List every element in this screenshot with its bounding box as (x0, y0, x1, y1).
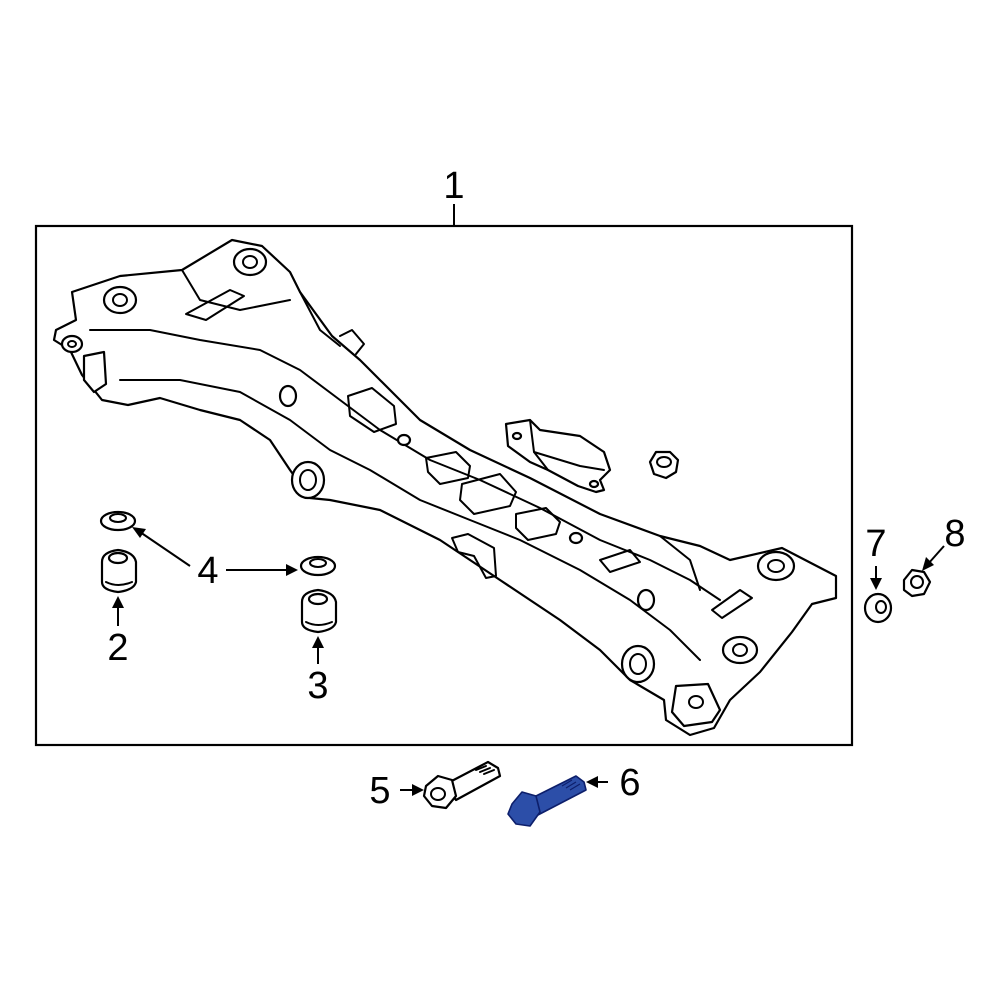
bolt-6-highlighted[interactable] (507, 775, 587, 827)
bolt-5[interactable] (422, 760, 502, 810)
bracket-assembly[interactable] (504, 418, 612, 494)
washer-7[interactable] (863, 592, 893, 624)
callout-4-arrow-left (132, 527, 146, 538)
callout-8-leader (927, 545, 945, 565)
callout-7[interactable]: 7 (865, 523, 886, 565)
callout-6[interactable]: 6 (619, 762, 640, 804)
callout-4-leader-left (139, 531, 191, 567)
callout-5[interactable]: 5 (369, 770, 390, 812)
washer-4-right[interactable] (299, 555, 337, 577)
callout-6-arrow (586, 776, 598, 788)
bushing-2[interactable] (100, 548, 138, 594)
subframe-crossmember[interactable] (52, 238, 838, 737)
callout-4[interactable]: 4 (197, 550, 218, 592)
assembly-frame-box (34, 224, 854, 747)
callout-1[interactable]: 1 (443, 165, 464, 207)
callout-8[interactable]: 8 (944, 513, 965, 555)
bushing-3[interactable] (300, 588, 338, 634)
callout-8-arrow (922, 557, 934, 571)
washer-4-left[interactable] (99, 510, 137, 532)
frame-nut[interactable] (648, 450, 680, 480)
callout-3-arrow (312, 636, 324, 648)
callout-2-arrow (112, 596, 124, 608)
callout-7-arrow (870, 578, 882, 590)
callout-3[interactable]: 3 (307, 665, 328, 707)
nut-8[interactable] (902, 568, 932, 598)
callout-2[interactable]: 2 (107, 627, 128, 669)
callout-4-arrow-right (286, 564, 298, 576)
callout-5-arrow (412, 784, 424, 796)
